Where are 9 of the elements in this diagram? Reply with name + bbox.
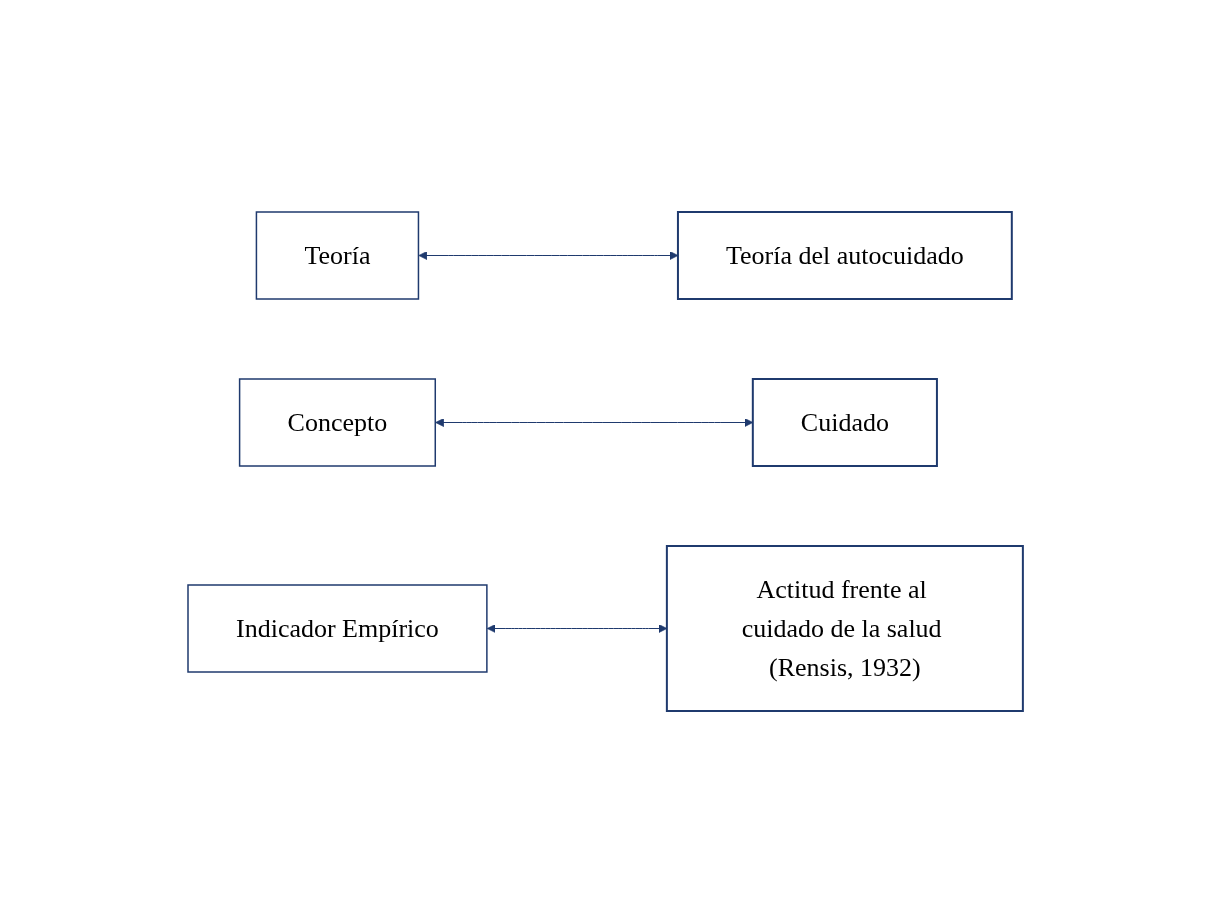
arrow [418, 250, 678, 260]
arrow [486, 623, 667, 633]
node-box: Indicador Empírico [186, 583, 488, 673]
arrow [434, 417, 753, 427]
node-box: Concepto [238, 377, 436, 467]
node-box: Cuidado [751, 377, 938, 467]
node-box: Teoría del autocuidado [676, 210, 1013, 300]
node-box: Teoría [255, 210, 419, 300]
node-box: Actitud frente al cuidado de la salud (Rensis, 1932) [665, 544, 1024, 712]
